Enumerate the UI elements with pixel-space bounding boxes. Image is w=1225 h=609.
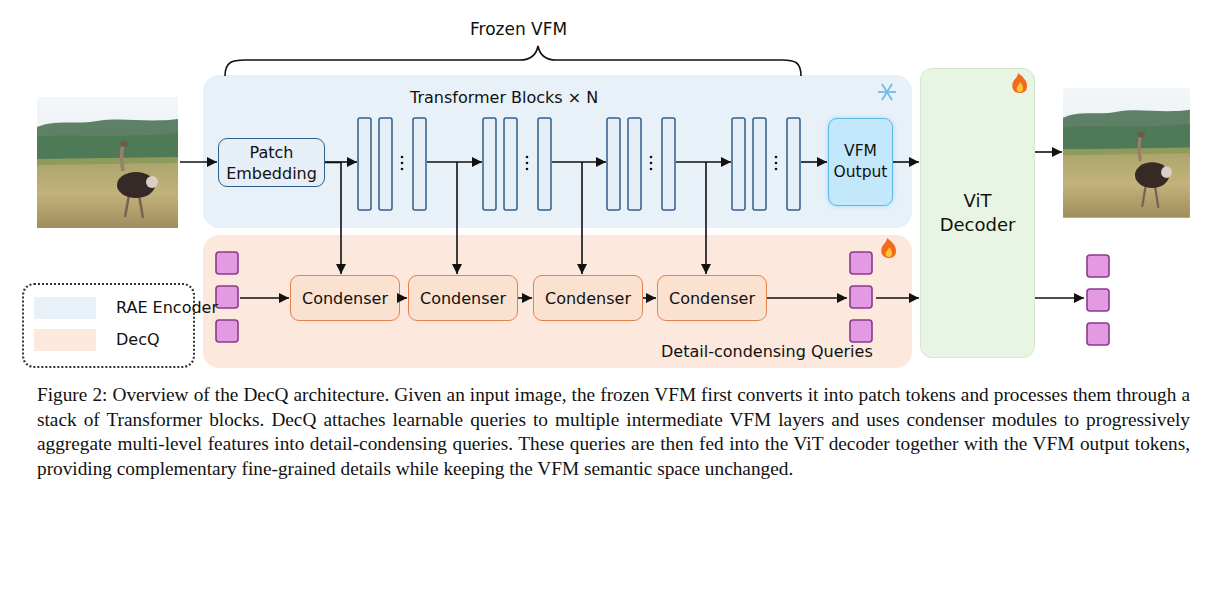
ellipsis-dots: [401, 156, 778, 171]
connector-arrow: [325, 163, 341, 275]
wires: [180, 152, 1084, 298]
node-label: Condenser: [669, 289, 755, 308]
legend-box: RAE EncoderDecQ: [22, 283, 195, 368]
legend-row: DecQ: [34, 329, 194, 353]
dot: [650, 168, 653, 171]
block-bar: [358, 118, 371, 210]
frozen-icon: [878, 84, 896, 100]
process-box: Patch Embedding: [218, 138, 325, 187]
arrow: [240, 297, 289, 299]
block-bar: [607, 118, 620, 210]
node-label: Condenser: [545, 289, 631, 308]
node-label: Patch Embedding: [223, 142, 320, 184]
arrow: [876, 297, 919, 299]
dot: [401, 162, 404, 165]
query-token: [216, 252, 238, 274]
node-label: VFM Output: [829, 141, 892, 183]
snow-line: [882, 84, 892, 100]
query-token: [850, 252, 872, 274]
block-bar: [787, 118, 800, 210]
figure-caption: Figure 2: Overview of the DecQ architect…: [37, 383, 1190, 481]
dot: [775, 168, 778, 171]
dot: [650, 156, 653, 159]
block-bar: [504, 118, 517, 210]
arrow: [676, 161, 731, 163]
arrow: [1035, 297, 1084, 299]
flame: [881, 238, 896, 258]
block-bar: [379, 118, 392, 210]
connector-arrow: [643, 297, 656, 299]
query-token: [216, 286, 238, 308]
arrow: [801, 161, 827, 163]
dot: [526, 162, 529, 165]
query-token: [850, 286, 872, 308]
legend-text: DecQ: [116, 330, 160, 349]
block-bar: [628, 118, 641, 210]
flame: [1012, 73, 1027, 93]
block-bar: [538, 118, 551, 210]
legend-text: RAE Encoder: [116, 298, 218, 317]
output-image: [1063, 88, 1190, 218]
snow-line: [878, 91, 896, 93]
dot: [526, 156, 529, 159]
node-label: Condenser: [302, 289, 388, 308]
query-token: [1087, 323, 1109, 345]
arrow: [325, 161, 357, 163]
dot: [401, 156, 404, 159]
dot: [401, 168, 404, 171]
arrow: [456, 162, 458, 274]
block-bar: [753, 118, 766, 210]
query-token: [1087, 255, 1109, 277]
input-image: [37, 97, 178, 228]
query-token: [850, 320, 872, 342]
output-box: VFM Output: [828, 118, 893, 206]
block-bar: [483, 118, 496, 210]
dot: [775, 156, 778, 159]
block-bar: [732, 118, 745, 210]
flame-core: [886, 247, 892, 257]
legend-swatch: [34, 297, 96, 319]
node-label: Condenser: [420, 289, 506, 308]
arrow: [427, 161, 482, 163]
connector-arrow: [400, 297, 407, 299]
condenser-box: Condenser: [657, 275, 767, 321]
decoder-box: ViT Decoder: [920, 68, 1035, 358]
query-token: [216, 320, 238, 342]
dot: [526, 168, 529, 171]
condenser-box: Condenser: [408, 275, 518, 321]
trainable-icon: [1012, 73, 1027, 93]
trainable-icon: [881, 238, 896, 258]
arrow: [705, 162, 707, 274]
arrow: [767, 297, 847, 299]
snow-line: [882, 84, 892, 100]
node-label: Transformer Blocks × N: [410, 88, 598, 107]
arrow: [552, 161, 606, 163]
condenser-box: Condenser: [533, 275, 643, 321]
connector-arrow: [893, 161, 919, 163]
dot: [650, 162, 653, 165]
bracket: [225, 46, 801, 76]
block-bar: [662, 118, 675, 210]
node-label: ViT Decoder: [937, 189, 1018, 237]
condenser-box: Condenser: [290, 275, 400, 321]
flame-core: [1017, 82, 1023, 92]
block-bar: [413, 118, 426, 210]
node-label: Detail-condensing Queries: [661, 342, 873, 361]
arrow: [1035, 151, 1062, 153]
decq-band: Detail-condensing Queries Condenser Conden…: [203, 235, 912, 368]
bracket-label: Frozen VFM: [470, 19, 567, 39]
legend-swatch: [34, 329, 96, 351]
arrow: [180, 161, 217, 163]
dot: [775, 162, 778, 165]
arrow: [581, 162, 583, 274]
query-token: [1087, 289, 1109, 311]
connector-arrow: [518, 297, 532, 299]
encoder-band: Transformer Blocks × N Patch Embedding VFM…: [203, 75, 912, 228]
transformer-blocks: [358, 118, 800, 210]
query-tokens: [216, 252, 1109, 345]
legend-row: RAE Encoder: [34, 297, 194, 321]
